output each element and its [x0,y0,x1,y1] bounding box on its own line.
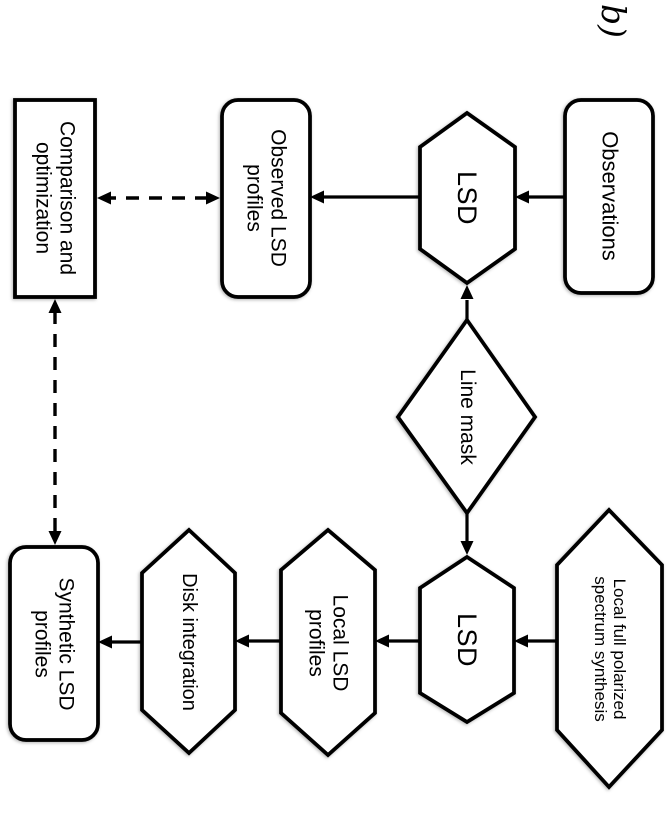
observed-profiles-shape [220,98,312,299]
arrowhead-dashed-left [48,299,62,313]
arrowhead-synthesis-to-lsd [514,634,528,648]
label-line-mask: Line mask [455,369,479,465]
arrowhead-dashed-down [97,191,111,205]
lsd-observed-shape [418,110,517,286]
label-local-full-polarized: Local full polarized spectrum synthesis [591,576,630,722]
arrowhead-disk-to-synthetic-profiles [98,635,112,649]
arrowhead-lsd-to-observed-profiles [310,190,324,204]
figure-panel-label: b) [594,4,633,38]
label-lsd-synthetic: LSD [452,612,483,668]
label-comparison-optimization: Comparison and optimization [32,120,79,276]
arrowhead-local-profiles-to-disk [235,634,249,648]
synthetic-profiles-shape [8,545,100,742]
arrowhead-linemask-to-lsd-synthetic [460,541,474,555]
label-observed-lsd-profiles: Observed LSD profiles [243,129,290,267]
label-synthetic-lsd-profiles: Synthetic LSD profiles [31,577,78,711]
arrowhead-linemask-to-lsd-observed [460,285,474,299]
arrowhead-observations-to-lsd [515,190,529,204]
label-disk-integration: Disk integration [178,573,201,711]
comparison-shape [13,98,97,299]
label-observations: Observations [597,131,623,261]
observations-shape [563,98,655,295]
arrowhead-lsd-to-local-profiles [375,634,389,648]
local-synthesis-shape [555,507,664,790]
lsd-synthetic-shape [418,554,516,725]
disk-integration-shape [140,527,237,756]
local-profiles-shape [279,527,377,758]
arrowhead-dashed-up [206,191,220,205]
label-lsd-observed: LSD [452,170,483,226]
line-mask-shape [395,316,538,517]
arrowhead-dashed-right [48,531,62,545]
label-local-lsd-profiles: Local LSD profiles [305,594,352,692]
